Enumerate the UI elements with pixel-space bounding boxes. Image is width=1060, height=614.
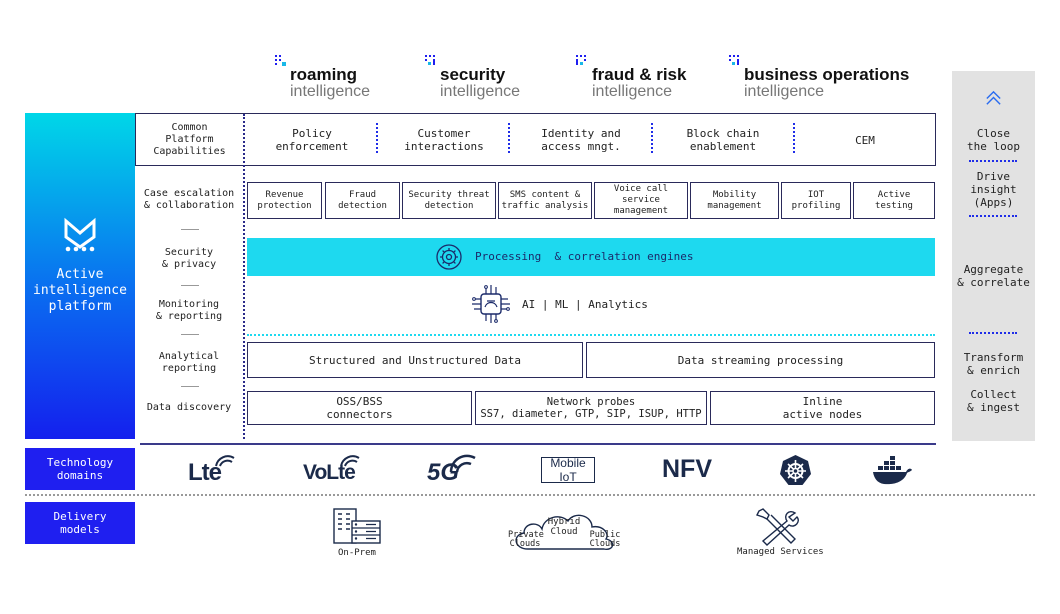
private-clouds-label: Private Clouds [508, 530, 544, 549]
platform-logo-icon [64, 217, 96, 252]
category-security-privacy: Security & privacy [161, 247, 217, 270]
heading-fraud-sub: intelligence [592, 83, 673, 100]
managed-services-tools-icon [756, 508, 799, 546]
delivery-models-tag: Delivery models [25, 502, 135, 544]
fraud-logo-icon [576, 55, 586, 65]
kubernetes-icon [780, 455, 811, 485]
use-case-fraud-detection[interactable]: Fraud detection [325, 182, 400, 219]
lte-logo-text: Lte [188, 459, 222, 486]
structured-unstructured-data[interactable]: Structured and Unstructured Data [247, 342, 583, 378]
main-area-bottom-line [140, 443, 936, 445]
lifecycle-transform: Transform & enrich [963, 351, 1024, 377]
use-case-security-threat[interactable]: Security threat detection [402, 182, 496, 219]
category-data-discovery: Data discovery [146, 402, 232, 413]
signal-waves-icon [215, 455, 235, 467]
lifecycle-divider [969, 160, 1017, 162]
heading-business-main: business operations [744, 65, 910, 84]
heading-business-operations: business operations intelligence [728, 54, 928, 102]
on-prem-label: On-Prem [338, 548, 376, 558]
network-probes[interactable]: Network probes SS7, diameter, GTP, SIP, … [475, 391, 707, 425]
lifecycle-divider [969, 332, 1017, 334]
roaming-logo-icon [275, 55, 286, 66]
category-divider [181, 334, 199, 335]
volte-logo-text: VoLte [303, 461, 356, 484]
heading-fraud-main: fraud & risk [592, 65, 687, 84]
use-case-iot-profiling[interactable]: IOT profiling [781, 182, 851, 219]
use-case-active-testing[interactable]: Active testing [853, 182, 935, 219]
common-capabilities-row [135, 113, 936, 166]
gear-cycle-icon [436, 244, 462, 270]
hybrid-cloud-label: Hybrid Cloud [547, 517, 581, 537]
lifecycle-drive-insight: Drive insight (Apps) [970, 169, 1017, 209]
capability-identity-access: Identity and access mngt. [541, 127, 621, 153]
processing-engines-label: Processing & correlation engines [475, 250, 694, 263]
lifecycle-close-loop: Close the loop [967, 127, 1020, 153]
signal-waves-icon [449, 454, 476, 473]
heading-security-main: security [440, 65, 506, 84]
nfv-logo: NFV [662, 455, 712, 483]
lifecycle-collect: Collect & ingest [967, 388, 1020, 414]
on-prem-server-icon [333, 508, 381, 544]
business-logo-icon [729, 55, 739, 65]
category-divider [181, 229, 199, 230]
heading-business-sub: intelligence [744, 83, 825, 100]
lte-logo: Lte [188, 454, 238, 486]
capability-customer-interactions: Customer interactions [404, 127, 484, 153]
technology-domains-tag: Technology domains [25, 448, 135, 490]
managed-services-label: Managed Services [737, 547, 824, 557]
capability-divider [376, 123, 378, 153]
heading-security: security intelligence [424, 54, 564, 102]
right-lifecycle-panel: Close the loop Drive insight (Apps) Aggr… [952, 71, 1035, 441]
capability-divider [651, 123, 653, 153]
category-divider [181, 285, 199, 286]
heading-roaming-main: roaming [290, 65, 358, 84]
lifecycle-divider [969, 215, 1017, 217]
ai-ml-analytics-label: AI | ML | Analytics [522, 298, 648, 311]
category-divider [181, 386, 199, 387]
heading-fraud-risk: fraud & risk intelligence [575, 54, 715, 102]
volte-logo: VoLte [303, 454, 363, 486]
chevron-up-icon [986, 90, 1001, 105]
heading-roaming-sub: intelligence [290, 83, 371, 100]
heading-roaming: roaming intelligence [274, 54, 414, 102]
oss-bss-connectors[interactable]: OSS/BSS connectors [247, 391, 472, 425]
column-separator [243, 114, 245, 439]
category-analytical-reporting: Analytical reporting [158, 351, 220, 374]
heading-security-sub: intelligence [440, 83, 521, 100]
data-layer-separator [247, 334, 935, 336]
hybrid-cloud-icon [515, 514, 614, 550]
active-intelligence-platform: Active intelligence platform [25, 113, 135, 439]
lifecycle-aggregate: Aggregate & correlate [957, 263, 1030, 289]
row-separator [25, 494, 1035, 496]
ai-chip-icon [472, 285, 510, 323]
use-case-voice-call[interactable]: Voice call service management [594, 182, 688, 219]
security-logo-icon [425, 55, 435, 65]
inline-active-nodes[interactable]: Inline active nodes [710, 391, 935, 425]
use-case-revenue-protection[interactable]: Revenue protection [247, 182, 322, 219]
platform-label: Active intelligence platform [33, 267, 127, 314]
capability-policy-enforcement: Policy enforcement [275, 127, 349, 153]
category-case-escalation: Case escalation & collaboration [143, 188, 235, 211]
use-case-mobility-management[interactable]: Mobility management [690, 182, 779, 219]
common-capabilities-label: Common Platform Capabilities [153, 121, 226, 157]
public-clouds-label: Public Clouds [589, 530, 621, 549]
use-case-sms-content[interactable]: SMS content & traffic analysis [498, 182, 592, 219]
mobile-iot-logo: Mobile IoT [541, 456, 595, 484]
5g-logo: 5G [427, 454, 479, 486]
capability-block-chain: Block chain enablement [686, 127, 760, 153]
category-monitoring-reporting: Monitoring & reporting [155, 299, 223, 322]
capability-divider [793, 123, 795, 153]
docker-icon [873, 456, 912, 485]
capability-divider [508, 123, 510, 153]
signal-waves-icon [340, 455, 360, 467]
5g-logo-text: 5G [427, 459, 460, 486]
data-streaming-processing[interactable]: Data streaming processing [586, 342, 935, 378]
capability-cem: CEM [855, 133, 875, 147]
processing-engines-band: Processing & correlation engines [247, 238, 935, 276]
